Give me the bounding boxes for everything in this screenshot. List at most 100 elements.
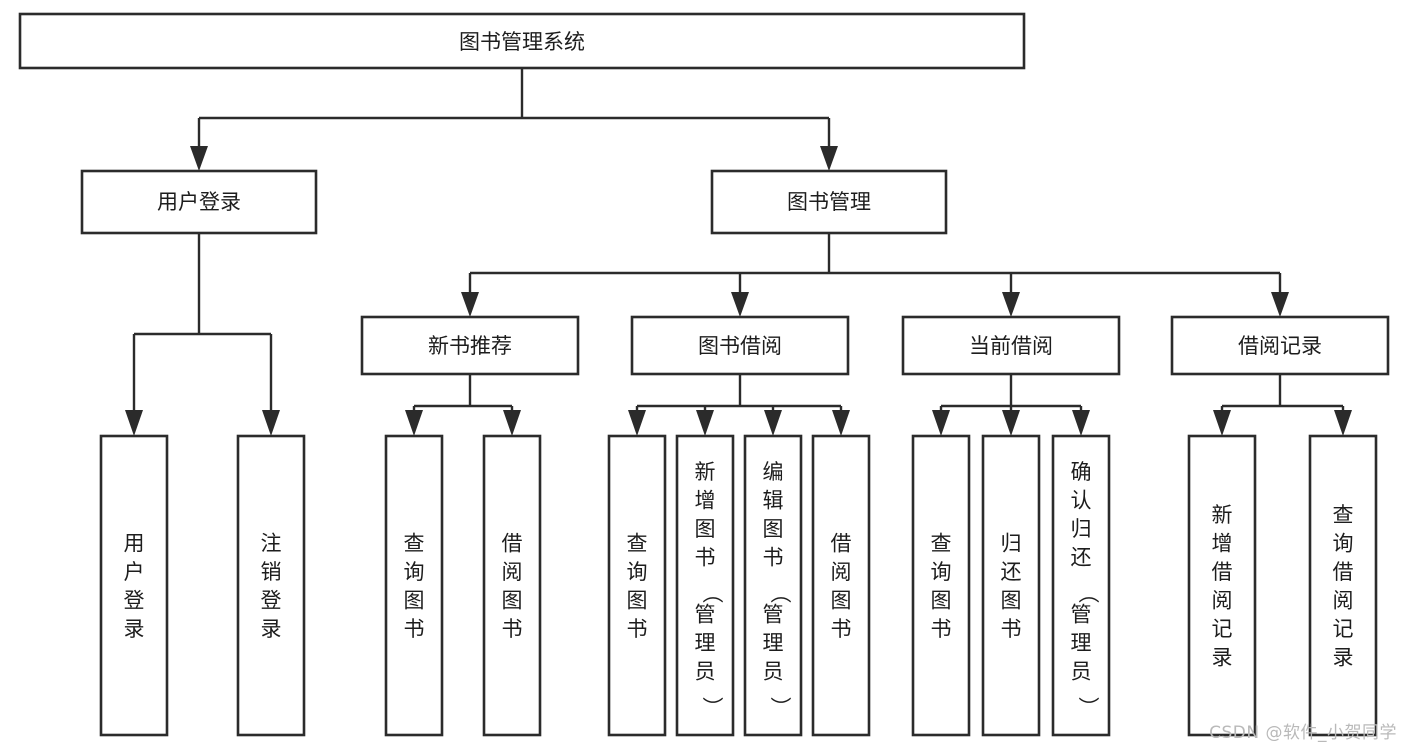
node-current-borrow-box[interactable] — [901, 315, 1121, 376]
vertical-char: 员 — [763, 660, 784, 684]
vertical-char: 书 — [502, 617, 523, 641]
node-leaf-new-book-2-box[interactable] — [482, 434, 542, 737]
vertical-char: 新 — [1212, 503, 1233, 527]
vertical-char: 增 — [1212, 531, 1233, 555]
arrowhead-borrow-2 — [696, 410, 714, 436]
node-user-login-box[interactable] — [80, 169, 318, 235]
vertical-char: 图 — [627, 588, 648, 612]
arrowhead-record-2 — [1334, 410, 1352, 436]
node-leaf-borrow-4-box[interactable] — [811, 434, 871, 737]
node-book-borrow-box[interactable] — [630, 315, 850, 376]
vertical-char: 理 — [1071, 631, 1092, 655]
arrowhead-current-1 — [932, 410, 950, 436]
vertical-char: 归 — [1071, 517, 1092, 541]
node-leaf-user-login-2-box[interactable] — [236, 434, 306, 737]
arrowhead-current-borrow — [1002, 292, 1020, 317]
vertical-char: 书 — [404, 617, 425, 641]
vertical-char: 查 — [1333, 503, 1354, 527]
connector-layer — [125, 68, 1352, 436]
vertical-char: 图 — [763, 517, 784, 541]
node-leaf-current-1-box[interactable] — [911, 434, 971, 737]
node-leaf-record-2-box[interactable] — [1308, 434, 1378, 737]
arrowhead-user-login — [190, 146, 208, 171]
node-book-borrow[interactable]: 图书借阅 — [630, 315, 850, 376]
node-book-borrow-label: 图书借阅 — [698, 334, 782, 358]
node-leaf-borrow-3-box[interactable] — [743, 434, 803, 737]
vertical-char: 询 — [931, 560, 952, 584]
vertical-char: 注 — [261, 531, 282, 555]
vertical-char: 书 — [831, 617, 852, 641]
vertical-char: 辑 — [763, 489, 784, 513]
node-new-book-rec-label: 新书推荐 — [428, 334, 512, 358]
node-new-book-rec-box[interactable] — [360, 315, 580, 376]
vertical-char: 录 — [261, 617, 282, 641]
node-current-borrow-label: 当前借阅 — [969, 334, 1053, 358]
arrowhead-borrow-3 — [764, 410, 782, 436]
node-current-borrow[interactable]: 当前借阅 — [901, 315, 1121, 376]
arrowhead-current-2 — [1002, 410, 1020, 436]
node-root[interactable]: 图书管理系统 — [18, 12, 1026, 70]
node-new-book-rec[interactable]: 新书推荐 — [360, 315, 580, 376]
node-borrow-record-box[interactable] — [1170, 315, 1390, 376]
vertical-char: 询 — [627, 560, 648, 584]
node-leaf-record-1-box[interactable] — [1187, 434, 1257, 737]
vertical-char: 增 — [695, 489, 716, 513]
vertical-char: 查 — [931, 531, 952, 555]
vertical-char: 查 — [627, 531, 648, 555]
vertical-char: 录 — [1333, 645, 1354, 669]
node-leaf-current-3-box[interactable] — [1051, 434, 1111, 737]
node-leaf-borrow-1-box[interactable] — [607, 434, 667, 737]
arrowhead-book-borrow — [731, 292, 749, 317]
node-leaf-current-2-box[interactable] — [981, 434, 1041, 737]
node-leaf-user-login-1[interactable]: 用户登录 — [99, 434, 169, 737]
node-book-manage-box[interactable] — [710, 169, 948, 235]
vertical-char: ） — [768, 697, 792, 718]
vertical-char: 记 — [1212, 617, 1233, 641]
node-leaf-user-login-1-label: 用户登录 — [124, 531, 145, 641]
arrowhead-book-manage — [820, 146, 838, 171]
vertical-char: 图 — [931, 588, 952, 612]
node-borrow-record-label: 借阅记录 — [1238, 334, 1322, 358]
node-leaf-new-book-1-box[interactable] — [384, 434, 444, 737]
vertical-char: 记 — [1333, 617, 1354, 641]
vertical-char: ） — [1076, 697, 1100, 718]
vertical-char: ） — [700, 697, 724, 718]
vertical-char: （ — [700, 583, 724, 604]
vertical-char: 户 — [124, 560, 145, 584]
node-leaf-borrow-2-box[interactable] — [675, 434, 735, 737]
node-root-box[interactable] — [18, 12, 1026, 70]
vertical-char: 员 — [695, 660, 716, 684]
vertical-char: 编 — [763, 460, 784, 484]
arrowhead-new-book-2 — [503, 410, 521, 436]
vertical-char: 录 — [124, 617, 145, 641]
vertical-char: 借 — [1212, 560, 1233, 584]
node-book-manage[interactable]: 图书管理 — [710, 169, 948, 235]
vertical-char: 借 — [502, 531, 523, 555]
arrowhead-current-3 — [1072, 410, 1090, 436]
vertical-char: 阅 — [502, 560, 523, 584]
node-user-login[interactable]: 用户登录 — [80, 169, 318, 235]
node-leaf-user-login-1-box[interactable] — [99, 434, 169, 737]
vertical-char: 书 — [627, 617, 648, 641]
arrowhead-user-login-2 — [262, 410, 280, 436]
node-borrow-record[interactable]: 借阅记录 — [1170, 315, 1390, 376]
